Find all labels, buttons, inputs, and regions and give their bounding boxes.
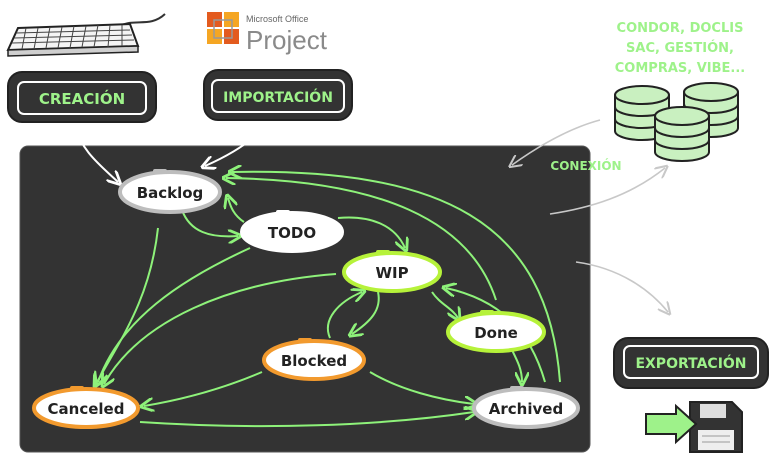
arrow-done-backlog xyxy=(226,178,497,301)
state-blocked-label: Blocked xyxy=(281,352,347,370)
arrow-blocked-wip xyxy=(327,292,362,339)
arrow-backlog-todo xyxy=(181,209,238,236)
arrow-systems-out xyxy=(549,168,665,215)
exportacion-tag: EXPORTACIÓN xyxy=(613,337,769,389)
state-todo-label: TODO xyxy=(268,224,316,242)
export-arrow-icon xyxy=(645,403,698,445)
arrow-todo-backlog xyxy=(228,198,245,223)
floppy-disk-icon xyxy=(645,401,743,453)
importacion-tag: IMPORTACIÓN xyxy=(203,69,353,121)
arrow-creacion-backlog xyxy=(74,123,118,182)
state-backlog[interactable]: Backlog xyxy=(118,169,222,214)
arrow-wip-done xyxy=(431,291,458,318)
ms-product-text: Project xyxy=(246,25,328,55)
state-archived-label: Archived xyxy=(489,400,563,418)
state-wip-label: WIP xyxy=(375,264,408,282)
importacion-label: IMPORTACIÓN xyxy=(223,88,333,106)
state-canceled-label: Canceled xyxy=(48,400,125,418)
systems-line-1: CONDOR, DOCLIS xyxy=(617,21,744,36)
ms-project-logo: Microsoft Office Project xyxy=(207,12,328,55)
arrow-todo-canceled xyxy=(98,247,251,382)
arrow-wip-canceled xyxy=(104,273,337,384)
arrow-backlog-canceled xyxy=(96,227,159,384)
exportacion-label: EXPORTACIÓN xyxy=(635,354,746,372)
arrow-archived-backlog xyxy=(232,172,561,383)
ms-brand-text: Microsoft Office xyxy=(246,14,308,24)
creacion-tag: CREACIÓN xyxy=(7,71,157,123)
arrow-done-archived xyxy=(511,349,522,382)
systems-text: CONDOR, DOCLIS SAC, GESTIÓN, COMPRAS, VI… xyxy=(615,21,745,76)
systems-line-2: SAC, GESTIÓN, xyxy=(626,40,734,56)
keyboard-icon xyxy=(6,13,166,57)
state-done-label: Done xyxy=(474,324,518,342)
creacion-label: CREACIÓN xyxy=(39,89,125,108)
state-done[interactable]: Done xyxy=(446,310,546,353)
arrow-wip-blocked xyxy=(352,291,380,334)
state-canceled[interactable]: Canceled xyxy=(32,386,140,429)
systems-line-3: COMPRAS, VIBE... xyxy=(615,61,745,76)
workflow-board xyxy=(19,145,591,453)
state-archived[interactable]: Archived xyxy=(472,386,580,429)
conexion-label: CONEXIÓN xyxy=(550,158,621,173)
database-icon xyxy=(614,82,739,162)
state-blocked[interactable]: Blocked xyxy=(262,338,366,381)
transition-arrows xyxy=(96,172,561,428)
state-todo[interactable]: TODO xyxy=(240,210,344,253)
arrow-importacion-backlog xyxy=(205,121,269,166)
arrow-canceled-archived xyxy=(139,412,474,428)
arrow-systems-in xyxy=(512,119,601,165)
arrow-blocked-archived xyxy=(369,371,474,404)
arrow-todo-wip xyxy=(337,216,405,248)
arrow-export xyxy=(575,261,668,312)
state-backlog-label: Backlog xyxy=(137,184,204,202)
state-wip[interactable]: WIP xyxy=(342,250,442,293)
arrow-blocked-canceled xyxy=(144,371,263,406)
